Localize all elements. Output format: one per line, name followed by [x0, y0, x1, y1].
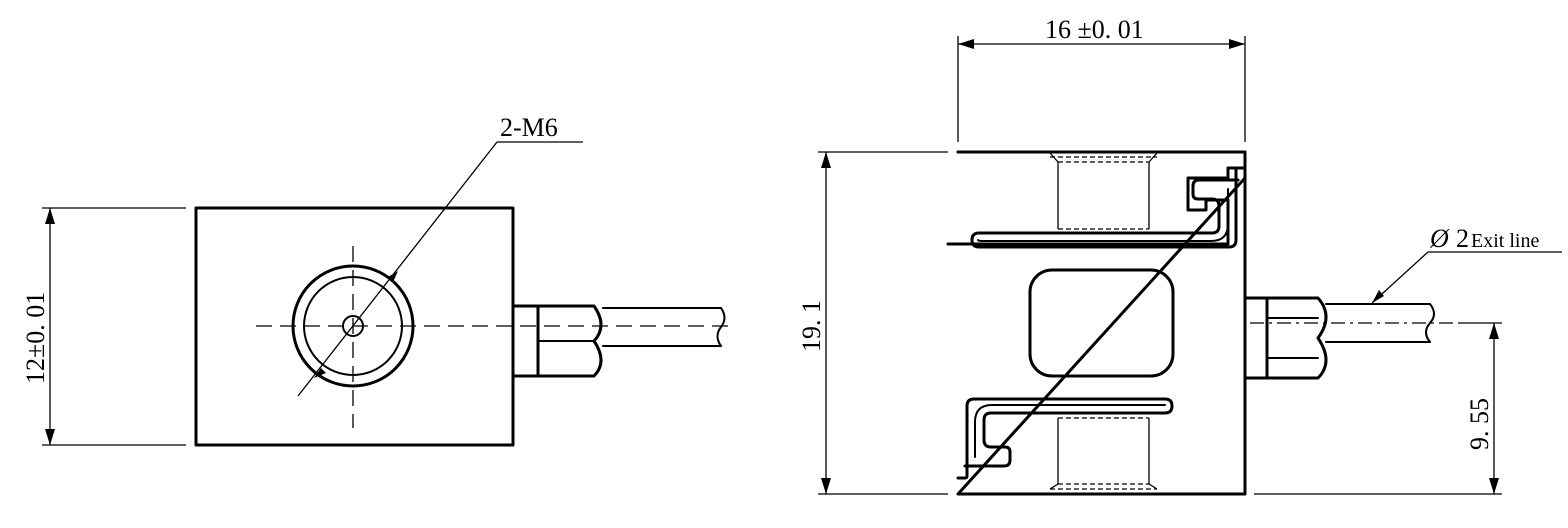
right-width-arrow-right [1229, 39, 1245, 49]
right-height-dimension-label: 19. 1 [797, 300, 826, 352]
left-gland-washer [511, 304, 540, 378]
right-offset-arrow-top [1489, 323, 1499, 339]
right-cable-break [1425, 303, 1435, 343]
right-gland-washer [1243, 296, 1269, 380]
right-upper-hole-chamfer-left [1049, 152, 1059, 163]
right-offset-arrow-bottom [1489, 478, 1499, 494]
right-height-arrow-bottom [821, 478, 831, 494]
right-gland-hex-nut [1265, 296, 1328, 380]
cable-callout-text: Exit line [1471, 230, 1539, 252]
right-outer-frame [956, 150, 1247, 496]
thread-leader-line [297, 141, 498, 397]
right-view: Ø 2 Exit line 16 ±0. 01 19. 1 9. 55 [797, 15, 1562, 496]
right-lower-slot [956, 397, 1174, 480]
left-height-arrow-bottom [45, 429, 55, 445]
right-offset-dimension-label: 9. 55 [1465, 398, 1494, 450]
thread-callout-label: 2-M6 [500, 113, 558, 142]
right-height-arrow-top [821, 152, 831, 168]
thread-leader-arrow-lower [314, 368, 326, 378]
right-center-window [1028, 268, 1175, 378]
right-lower-hole-chamfer-left [1049, 483, 1059, 490]
right-upper-hole-chamfer-right [1148, 152, 1158, 163]
right-upper-slot-inner [977, 188, 1229, 242]
cable-callout-symbol: Ø [1429, 224, 1450, 253]
left-height-dimension-label: 12±0. 01 [21, 292, 50, 384]
cable-leader-arrow [1372, 290, 1384, 303]
right-width-arrow-left [958, 39, 974, 49]
right-lower-hole-chamfer-right [1148, 483, 1158, 490]
right-width-dimension-label: 16 ±0. 01 [1045, 15, 1144, 44]
left-height-arrow-top [45, 208, 55, 224]
left-cable-break [716, 307, 726, 347]
cable-callout-value: 2 [1456, 224, 1469, 253]
right-lower-slot-inner [974, 404, 1166, 458]
thread-leader-arrow-upper [388, 271, 398, 282]
left-view: 2-M6 12±0. 01 [21, 113, 730, 447]
right-upper-slot [970, 166, 1247, 249]
